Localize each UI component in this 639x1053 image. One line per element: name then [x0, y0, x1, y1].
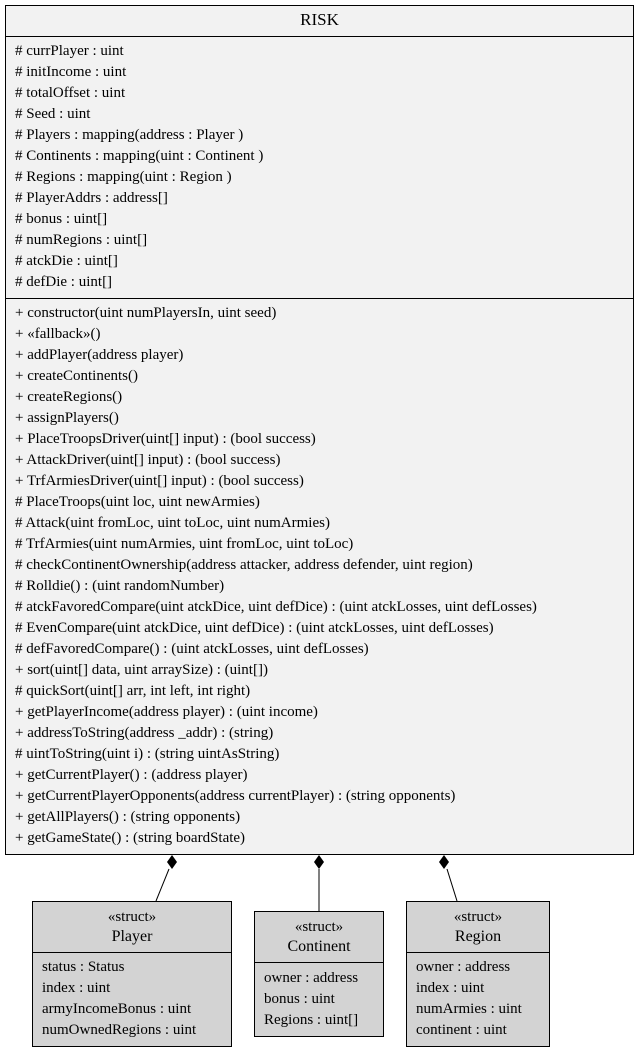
struct-continent-stereotype: «struct»	[294, 919, 344, 935]
struct-field: index : uint	[416, 980, 485, 996]
class-method: + getCurrentPlayerOpponents(address curr…	[15, 788, 456, 804]
class-method: + AttackDriver(uint[] input) : (bool suc…	[15, 452, 281, 468]
risk-title-divider	[6, 36, 633, 37]
class-method: + addPlayer(address player)	[15, 347, 184, 363]
struct-region-name: Region	[454, 928, 502, 945]
struct-continent-name: Continent	[287, 938, 351, 955]
struct-continent-divider	[255, 962, 383, 963]
class-method: # TrfArmies(uint numArmies, uint fromLoc…	[15, 536, 354, 552]
struct-region-fields: owner : address index : uint numArmies :…	[416, 957, 549, 1041]
class-method: # PlaceTroops(uint loc, uint newArmies)	[15, 494, 260, 510]
struct-field: status : Status	[42, 959, 125, 975]
struct-field: continent : uint	[416, 1022, 507, 1038]
struct-continent-fields: owner : address bonus : uint Regions : u…	[264, 968, 383, 1031]
class-method: + TrfArmiesDriver(uint[] input) : (bool …	[15, 473, 304, 489]
struct-region-stereotype: «struct»	[453, 909, 503, 925]
class-attribute: # defDie : uint[]	[15, 274, 113, 290]
struct-field: numOwnedRegions : uint	[42, 1022, 197, 1038]
class-method: # EvenCompare(uint atckDice, uint defDic…	[15, 620, 494, 636]
class-attribute: # bonus : uint[]	[15, 211, 108, 227]
class-attribute: # numRegions : uint[]	[15, 232, 148, 248]
struct-player-fields: status : Status index : uint armyIncomeB…	[42, 957, 231, 1041]
class-attribute: # totalOffset : uint	[15, 85, 126, 101]
struct-player-box: «struct» Player status : Status index : …	[32, 901, 232, 1047]
class-method: + addressToString(address _addr) : (stri…	[15, 725, 274, 741]
class-attribute: # Regions : mapping(uint : Region )	[15, 169, 232, 185]
risk-attributes-divider	[6, 298, 633, 299]
class-method: # atckFavoredCompare(uint atckDice, uint…	[15, 599, 537, 615]
class-method: # Attack(uint fromLoc, uint toLoc, uint …	[15, 515, 330, 531]
class-method: + createContinents()	[15, 368, 138, 384]
struct-player-divider	[33, 952, 231, 953]
class-method: + «fallback»()	[15, 326, 101, 342]
composition-line-player	[155, 868, 170, 902]
class-attribute: # Seed : uint	[15, 106, 91, 122]
class-attribute: # currPlayer : uint	[15, 43, 124, 59]
composition-diamond-player	[167, 855, 177, 869]
class-method: + PlaceTroopsDriver(uint[] input) : (boo…	[15, 431, 316, 447]
class-attribute: # Continents : mapping(uint : Continent …	[15, 148, 264, 164]
risk-methods: + constructor(uint numPlayersIn, uint se…	[15, 303, 633, 849]
continent-composition-link	[314, 855, 324, 911]
struct-field: armyIncomeBonus : uint	[42, 1001, 192, 1017]
region-composition-link	[439, 855, 458, 902]
class-method: + getAllPlayers() : (string opponents)	[15, 809, 241, 825]
class-attribute: # atckDie : uint[]	[15, 253, 118, 269]
class-method: # uintToString(uint i) : (string uintAsS…	[15, 746, 280, 762]
class-method: + sort(uint[] data, uint arraySize) : (u…	[15, 662, 268, 678]
risk-class-box: RISK # currPlayer : uint # initIncome : u…	[5, 5, 634, 855]
struct-field: index : uint	[42, 980, 111, 996]
composition-line-region	[446, 868, 458, 902]
class-method: + getCurrentPlayer() : (address player)	[15, 767, 248, 783]
struct-player-stereotype: «struct»	[107, 909, 157, 925]
risk-class-title: RISK	[300, 10, 339, 29]
class-attribute: # initIncome : uint	[15, 64, 127, 80]
struct-player-name: Player	[111, 928, 153, 945]
class-method: + createRegions()	[15, 389, 123, 405]
struct-field: owner : address	[416, 959, 511, 975]
composition-diamond-continent	[314, 855, 324, 869]
class-method: # checkContinentOwnership(address attack…	[15, 557, 473, 573]
class-method: # quickSort(uint[] arr, int left, int ri…	[15, 683, 251, 699]
struct-field: Regions : uint[]	[264, 1012, 359, 1028]
class-method: + constructor(uint numPlayersIn, uint se…	[15, 305, 277, 321]
player-composition-link	[155, 855, 177, 902]
struct-field: bonus : uint	[264, 991, 335, 1007]
class-method: # Rolldie() : (uint randomNumber)	[15, 578, 225, 594]
class-method: + assignPlayers()	[15, 410, 119, 426]
struct-field: numArmies : uint	[416, 1001, 522, 1017]
class-method: # defFavoredCompare() : (uint atckLosses…	[15, 641, 369, 657]
struct-field: owner : address	[264, 970, 359, 986]
class-attribute: # Players : mapping(address : Player )	[15, 127, 244, 143]
struct-region-box: «struct» Region owner : address index : …	[406, 901, 550, 1047]
composition-diamond-region	[439, 855, 449, 869]
struct-region-divider	[407, 952, 549, 953]
class-method: + getGameState() : (string boardState)	[15, 830, 246, 846]
struct-continent-box: «struct» Continent owner : address bonus…	[254, 911, 384, 1037]
class-attribute: # PlayerAddrs : address[]	[15, 190, 168, 206]
class-method: + getPlayerIncome(address player) : (uin…	[15, 704, 318, 720]
risk-attributes: # currPlayer : uint # initIncome : uint # …	[15, 41, 633, 293]
